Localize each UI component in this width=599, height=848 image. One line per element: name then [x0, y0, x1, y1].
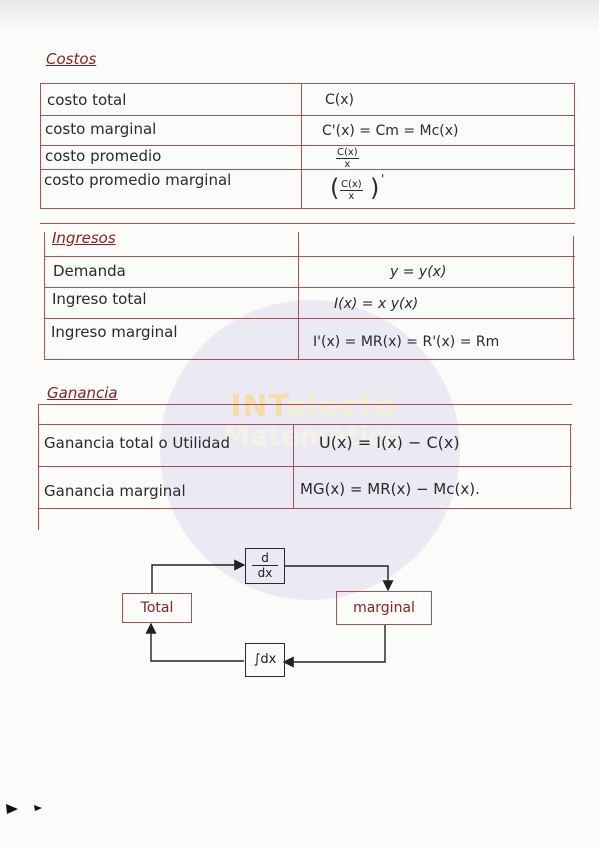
costo-total-label: costo total [47, 91, 127, 109]
costo-total-formula: C(x) [325, 92, 354, 108]
fraction-denominator: x [348, 191, 355, 202]
page-top-shadow [0, 0, 599, 32]
ganancia-marginal-formula: MG(x) = MR(x) − Mc(x). [300, 480, 480, 498]
ingresos-rule [40, 223, 575, 225]
costos-rule [40, 115, 575, 117]
watermark-int: INT [230, 389, 287, 424]
ingreso-total-formula: I(x) = x y(x) [334, 296, 419, 312]
demanda-label: Demanda [53, 262, 126, 280]
arrow-to-derivative [151, 559, 246, 593]
ingreso-marginal-label: Ingreso marginal [51, 323, 178, 341]
arrow-to-integral [282, 624, 386, 668]
ingresos-rule [44, 359, 575, 361]
costos-heading: Costos [46, 50, 97, 68]
ganancia-rule [38, 466, 572, 468]
total-box: Total [122, 593, 192, 623]
costos-rule [40, 83, 575, 85]
watermark-circle [160, 300, 460, 600]
open-paren: ( [330, 174, 340, 202]
costo-promedio-marginal-label: costo promedio marginal [44, 171, 232, 189]
ingresos-border [44, 232, 46, 359]
costos-divider [301, 83, 303, 208]
costo-promedio-label: costo promedio [45, 147, 162, 165]
costos-border [40, 83, 42, 208]
ingresos-border [573, 236, 575, 359]
costo-marginal-formula: C'(x) = Cm = Mc(x) [322, 123, 459, 139]
costos-rule [40, 145, 575, 147]
costo-promedio-fraction: C(x) x [336, 147, 359, 170]
arrow-to-total [145, 622, 244, 662]
ingresos-rule [44, 287, 575, 289]
costo-marginal-label: costo marginal [45, 120, 157, 138]
costo-promedio-marginal-fraction: C(x) x [340, 179, 363, 202]
derivative-denominator: dx [257, 566, 273, 580]
ganancia-border [570, 424, 572, 508]
watermark-logo: INTelecto Matemático [178, 392, 448, 452]
ingreso-total-label: Ingreso total [52, 290, 147, 308]
costos-rule [40, 208, 575, 210]
ganancia-rule [38, 404, 572, 406]
fraction-numerator: C(x) [336, 147, 359, 159]
marginal-box: marginal [336, 591, 432, 625]
ganancia-divider [293, 424, 295, 508]
ganancia-rule [38, 508, 572, 510]
ganancia-border [38, 404, 40, 530]
ganancia-rule [38, 424, 572, 426]
scan-marks [6, 804, 42, 814]
close-paren: ) [370, 174, 380, 202]
ingresos-divider [298, 232, 300, 359]
ingreso-marginal-formula: I'(x) = MR(x) = R'(x) = Rm [313, 334, 500, 350]
ganancia-heading: Ganancia [47, 384, 118, 402]
arrow-to-marginal [284, 565, 394, 592]
watermark-electo: electo [286, 389, 396, 424]
watermark-matematico: Matemático [223, 421, 403, 452]
ganancia-marginal-label: Ganancia marginal [44, 482, 186, 500]
fraction-numerator: C(x) [340, 179, 363, 191]
integral-operator-box: ∫dx [245, 643, 285, 677]
prime-mark: ' [381, 172, 385, 186]
ganancia-total-formula: U(x) = I(x) − C(x) [319, 433, 460, 452]
ingresos-rule [44, 318, 575, 320]
ingresos-heading: Ingresos [52, 229, 116, 247]
ganancia-total-label: Ganancia total o Utilidad [44, 434, 231, 452]
derivative-numerator: d [252, 551, 278, 566]
costos-border [574, 83, 576, 208]
demanda-formula: y = y(x) [390, 264, 447, 280]
ingresos-rule [44, 256, 575, 258]
costos-rule [40, 169, 575, 171]
fraction-denominator: x [344, 159, 351, 170]
derivative-operator-box: d dx [245, 548, 285, 584]
